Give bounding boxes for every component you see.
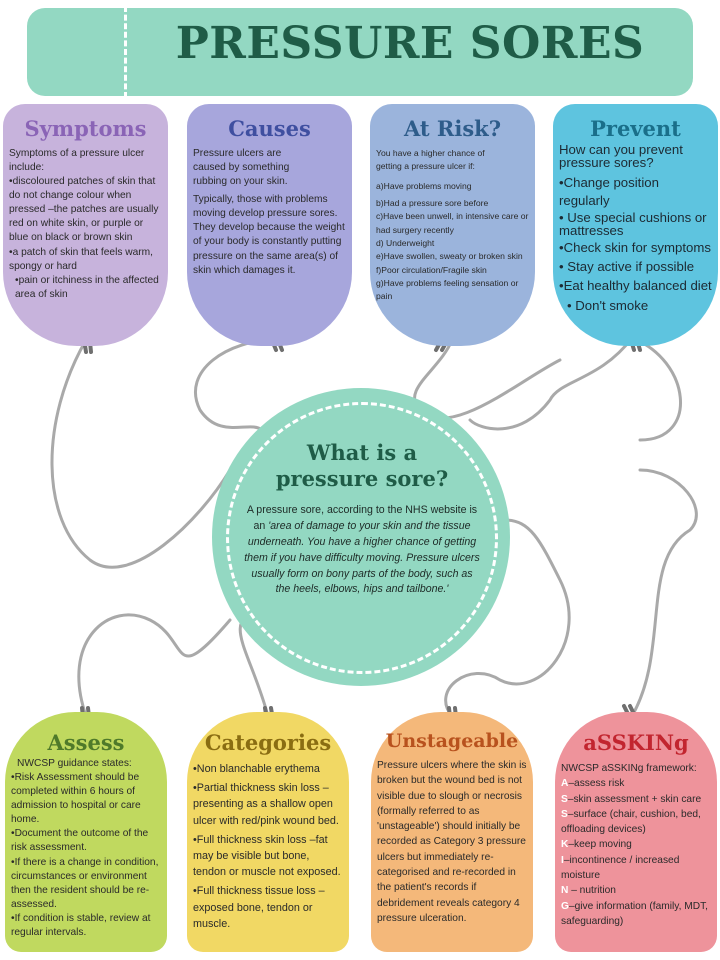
string-assess — [77, 613, 232, 718]
assess-line: •Document the outcome of the risk assess… — [11, 828, 149, 854]
string-unstageable — [444, 518, 571, 718]
asskin-item: N – nutrition — [561, 883, 711, 898]
at-risk-line: g)Have problems feeling sensation or pai… — [376, 277, 519, 302]
at-risk-line: d) Underweight — [376, 237, 435, 248]
center-heading: What is a pressure sore? — [262, 440, 462, 493]
at-risk-line: f)Poor circulation/Fragile skin — [376, 264, 487, 275]
categories-line: •Full thickness skin loss –fat may be vi… — [193, 833, 341, 879]
asskin-heading: aSSKINg — [583, 730, 689, 755]
string-asskin — [630, 468, 698, 718]
banner-dashed-line — [124, 6, 127, 98]
symptoms-heading: Symptoms — [24, 116, 147, 141]
asskin-item-text: – nutrition — [568, 885, 616, 897]
prevent-line: • Use special cushions or mattresses — [559, 209, 707, 238]
asskin-item-text: –give information (family, MDT, safeguar… — [561, 900, 709, 927]
symptoms-line: Symptoms of a pressure ulcer include: — [9, 148, 145, 174]
prevent-body: How can you prevent pressure sores? •Cha… — [559, 143, 712, 314]
at-risk-line: You have a higher chance of getting a pr… — [376, 148, 485, 172]
string-prevent — [468, 336, 682, 442]
center-intro: A pressure sore, according to the NHS we… — [246, 504, 478, 532]
categories-line: •Partial thickness skin loss – presentin… — [193, 782, 339, 827]
categories-body: •Non blanchable erythema •Partial thickn… — [193, 761, 343, 932]
asskin-item-text: –incontinence / increased moisture — [561, 854, 680, 882]
categories-card: Categories •Non blanchable erythema •Par… — [187, 712, 349, 952]
at-risk-line: a)Have problems moving — [376, 180, 472, 191]
assess-line: •If there is a change in condition, circ… — [11, 856, 159, 910]
asskin-item: I–incontinence / increased moisture — [561, 853, 711, 884]
center-circle-dashed-ring — [226, 402, 498, 674]
at-risk-card: At Risk? You have a higher chance of get… — [370, 104, 535, 346]
symptoms-card: Symptoms Symptoms of a pressure ulcer in… — [3, 104, 168, 346]
causes-body: Pressure ulcers are caused by something … — [193, 147, 346, 278]
causes-heading: Causes — [228, 116, 311, 141]
asskin-item-text: –skin assessment + skin care — [567, 793, 702, 805]
causes-line: Typically, those with problems moving de… — [193, 194, 345, 276]
categories-heading: Categories — [204, 730, 332, 755]
prevent-line: •Eat healthy balanced diet — [559, 278, 712, 294]
page-title: PRESSURE SORES — [175, 18, 645, 69]
assess-heading: Assess — [47, 730, 125, 755]
causes-line: Pressure ulcers are caused by something … — [193, 148, 290, 188]
at-risk-heading: At Risk? — [403, 116, 502, 141]
center-heading-line: pressure sore? — [275, 466, 449, 492]
string-symptoms — [50, 338, 232, 569]
asskin-letter: S — [561, 808, 568, 820]
prevent-line: How can you prevent pressure sores? — [559, 142, 683, 171]
causes-card: Causes Pressure ulcers are caused by som… — [187, 104, 352, 346]
symptoms-line: •pain or itchiness in the affected area … — [15, 274, 159, 300]
asskin-item: K–keep moving — [561, 837, 711, 852]
symptoms-line: •a patch of skin that feels warm, spongy… — [9, 246, 153, 272]
asskin-item: A–assess risk — [561, 776, 711, 791]
asskin-letter: N — [561, 885, 569, 897]
asskin-item: S–skin assessment + skin care — [561, 792, 711, 807]
asskin-letter: K — [561, 839, 569, 851]
asskin-item-text: –surface (chair, cushion, bed, offloadin… — [561, 808, 701, 836]
prevent-line: • Stay active if possible — [559, 259, 695, 275]
categories-line: •Non blanchable erythema — [193, 763, 320, 775]
asskin-item-text: –keep moving — [568, 839, 632, 851]
assess-card: Assess NWCSP guidance states: •Risk Asse… — [5, 712, 167, 952]
center-heading-line: What is a — [306, 440, 418, 465]
assess-body: NWCSP guidance states: •Risk Assessment … — [11, 757, 161, 940]
prevent-card: Prevent How can you prevent pressure sor… — [553, 104, 718, 346]
prevent-line: • Don't smoke — [567, 297, 649, 313]
asskin-intro: NWCSP aSSKINg framework: — [561, 763, 697, 774]
symptoms-body: Symptoms of a pressure ulcer include: •d… — [9, 147, 162, 302]
at-risk-line: b)Had a pressure sore before — [376, 197, 489, 208]
assess-line: NWCSP guidance states: — [17, 758, 132, 769]
prevent-heading: Prevent — [590, 116, 681, 141]
string-causes — [193, 338, 276, 432]
at-risk-line: c)Have been unwell, in intensive care or… — [376, 211, 529, 235]
prevent-line: •Check skin for symptoms — [559, 240, 711, 256]
center-quote: 'area of damage to your skin and the tis… — [244, 519, 480, 596]
asskin-letter: G — [561, 900, 569, 912]
categories-line: •Full thickness tissue loss – exposed bo… — [193, 885, 325, 930]
asskin-item-text: –assess risk — [568, 778, 625, 790]
assess-line: •If condition is stable, review at regul… — [11, 912, 151, 938]
assess-line: •Risk Assessment should be completed wit… — [11, 772, 141, 826]
center-definition: A pressure sore, according to the NHS we… — [244, 503, 480, 598]
asskin-letter: A — [561, 778, 569, 790]
symptoms-line: •discoloured patches of skin that do not… — [9, 176, 159, 244]
asskin-letter: I — [561, 854, 564, 866]
asskin-letter: S — [561, 793, 568, 805]
asskin-body: NWCSP aSSKINg framework: A–assess risk S… — [561, 761, 711, 929]
at-risk-body: You have a higher chance of getting a pr… — [376, 147, 529, 303]
unstageable-card: Unstageable Pressure ulcers where the sk… — [371, 712, 533, 952]
prevent-line: •Change position regularly — [559, 175, 659, 208]
at-risk-line: e)Have swollen, sweaty or broken skin — [376, 251, 523, 262]
asskin-card: aSSKINg NWCSP aSSKINg framework: A–asses… — [555, 712, 717, 952]
unstageable-body: Pressure ulcers where the skin is broken… — [377, 758, 527, 926]
unstageable-heading: Unstageable — [385, 730, 519, 752]
asskin-item: G–give information (family, MDT, safegua… — [561, 899, 711, 930]
unstageable-text: Pressure ulcers where the skin is broken… — [377, 760, 527, 924]
title-banner — [27, 8, 693, 96]
asskin-item: S–surface (chair, cushion, bed, offloadi… — [561, 807, 711, 838]
